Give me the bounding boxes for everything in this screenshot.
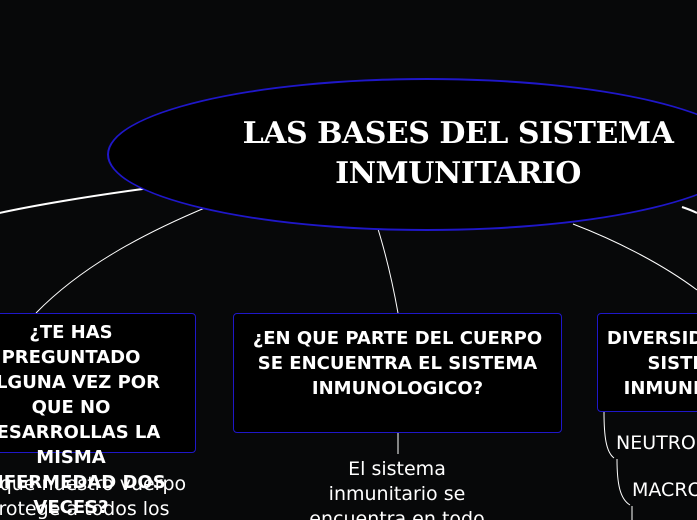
topic-node-immune-diversity[interactable]: DIVERSIDAD DEL SISTEMA INMUNITARIO xyxy=(597,313,697,412)
central-topic-title: LAS BASES DEL SISTEMA INMUNITARIO xyxy=(242,116,674,191)
subtopic-neutrofilos[interactable]: NEUTROFILOS xyxy=(616,432,697,454)
connector-root-to-offscreen-right xyxy=(681,206,697,214)
topic-node-where-is-immune-system[interactable]: ¿EN QUE PARTE DEL CUERPO SE ENCUENTRA EL… xyxy=(233,313,562,433)
connector-right-topic-to-macrofagos xyxy=(616,458,631,506)
topic-title: ¿TE HAS PREGUNTADO ALGUNA VEZ POR QUE NO… xyxy=(0,322,166,518)
topic-note-where-is-immune-system: El sistema inmunitario se encuentra en t… xyxy=(309,458,485,520)
topic-node-same-disease-twice[interactable]: ¿TE HAS PREGUNTADO ALGUNA VEZ POR QUE NO… xyxy=(0,313,196,518)
topic-note-same-disease-twice: Porque nuestro vuerpo protege a todos lo… xyxy=(0,473,187,520)
connector-right-topic-to-neutrofilos xyxy=(603,411,615,459)
subtopic-macrofagos[interactable]: MACROFAGOS xyxy=(632,479,697,501)
connector-root-to-right-topic xyxy=(572,223,697,291)
central-topic-ellipse[interactable] xyxy=(107,78,697,231)
topic-title: DIVERSIDAD DEL SISTEMA INMUNITARIO xyxy=(606,328,697,399)
topic-title: ¿EN QUE PARTE DEL CUERPO SE ENCUENTRA EL… xyxy=(252,328,543,399)
connector-root-to-left-topic xyxy=(35,206,208,314)
connector-root-to-mid-topic xyxy=(377,228,399,314)
connector-root-to-offscreen-left xyxy=(0,187,151,214)
